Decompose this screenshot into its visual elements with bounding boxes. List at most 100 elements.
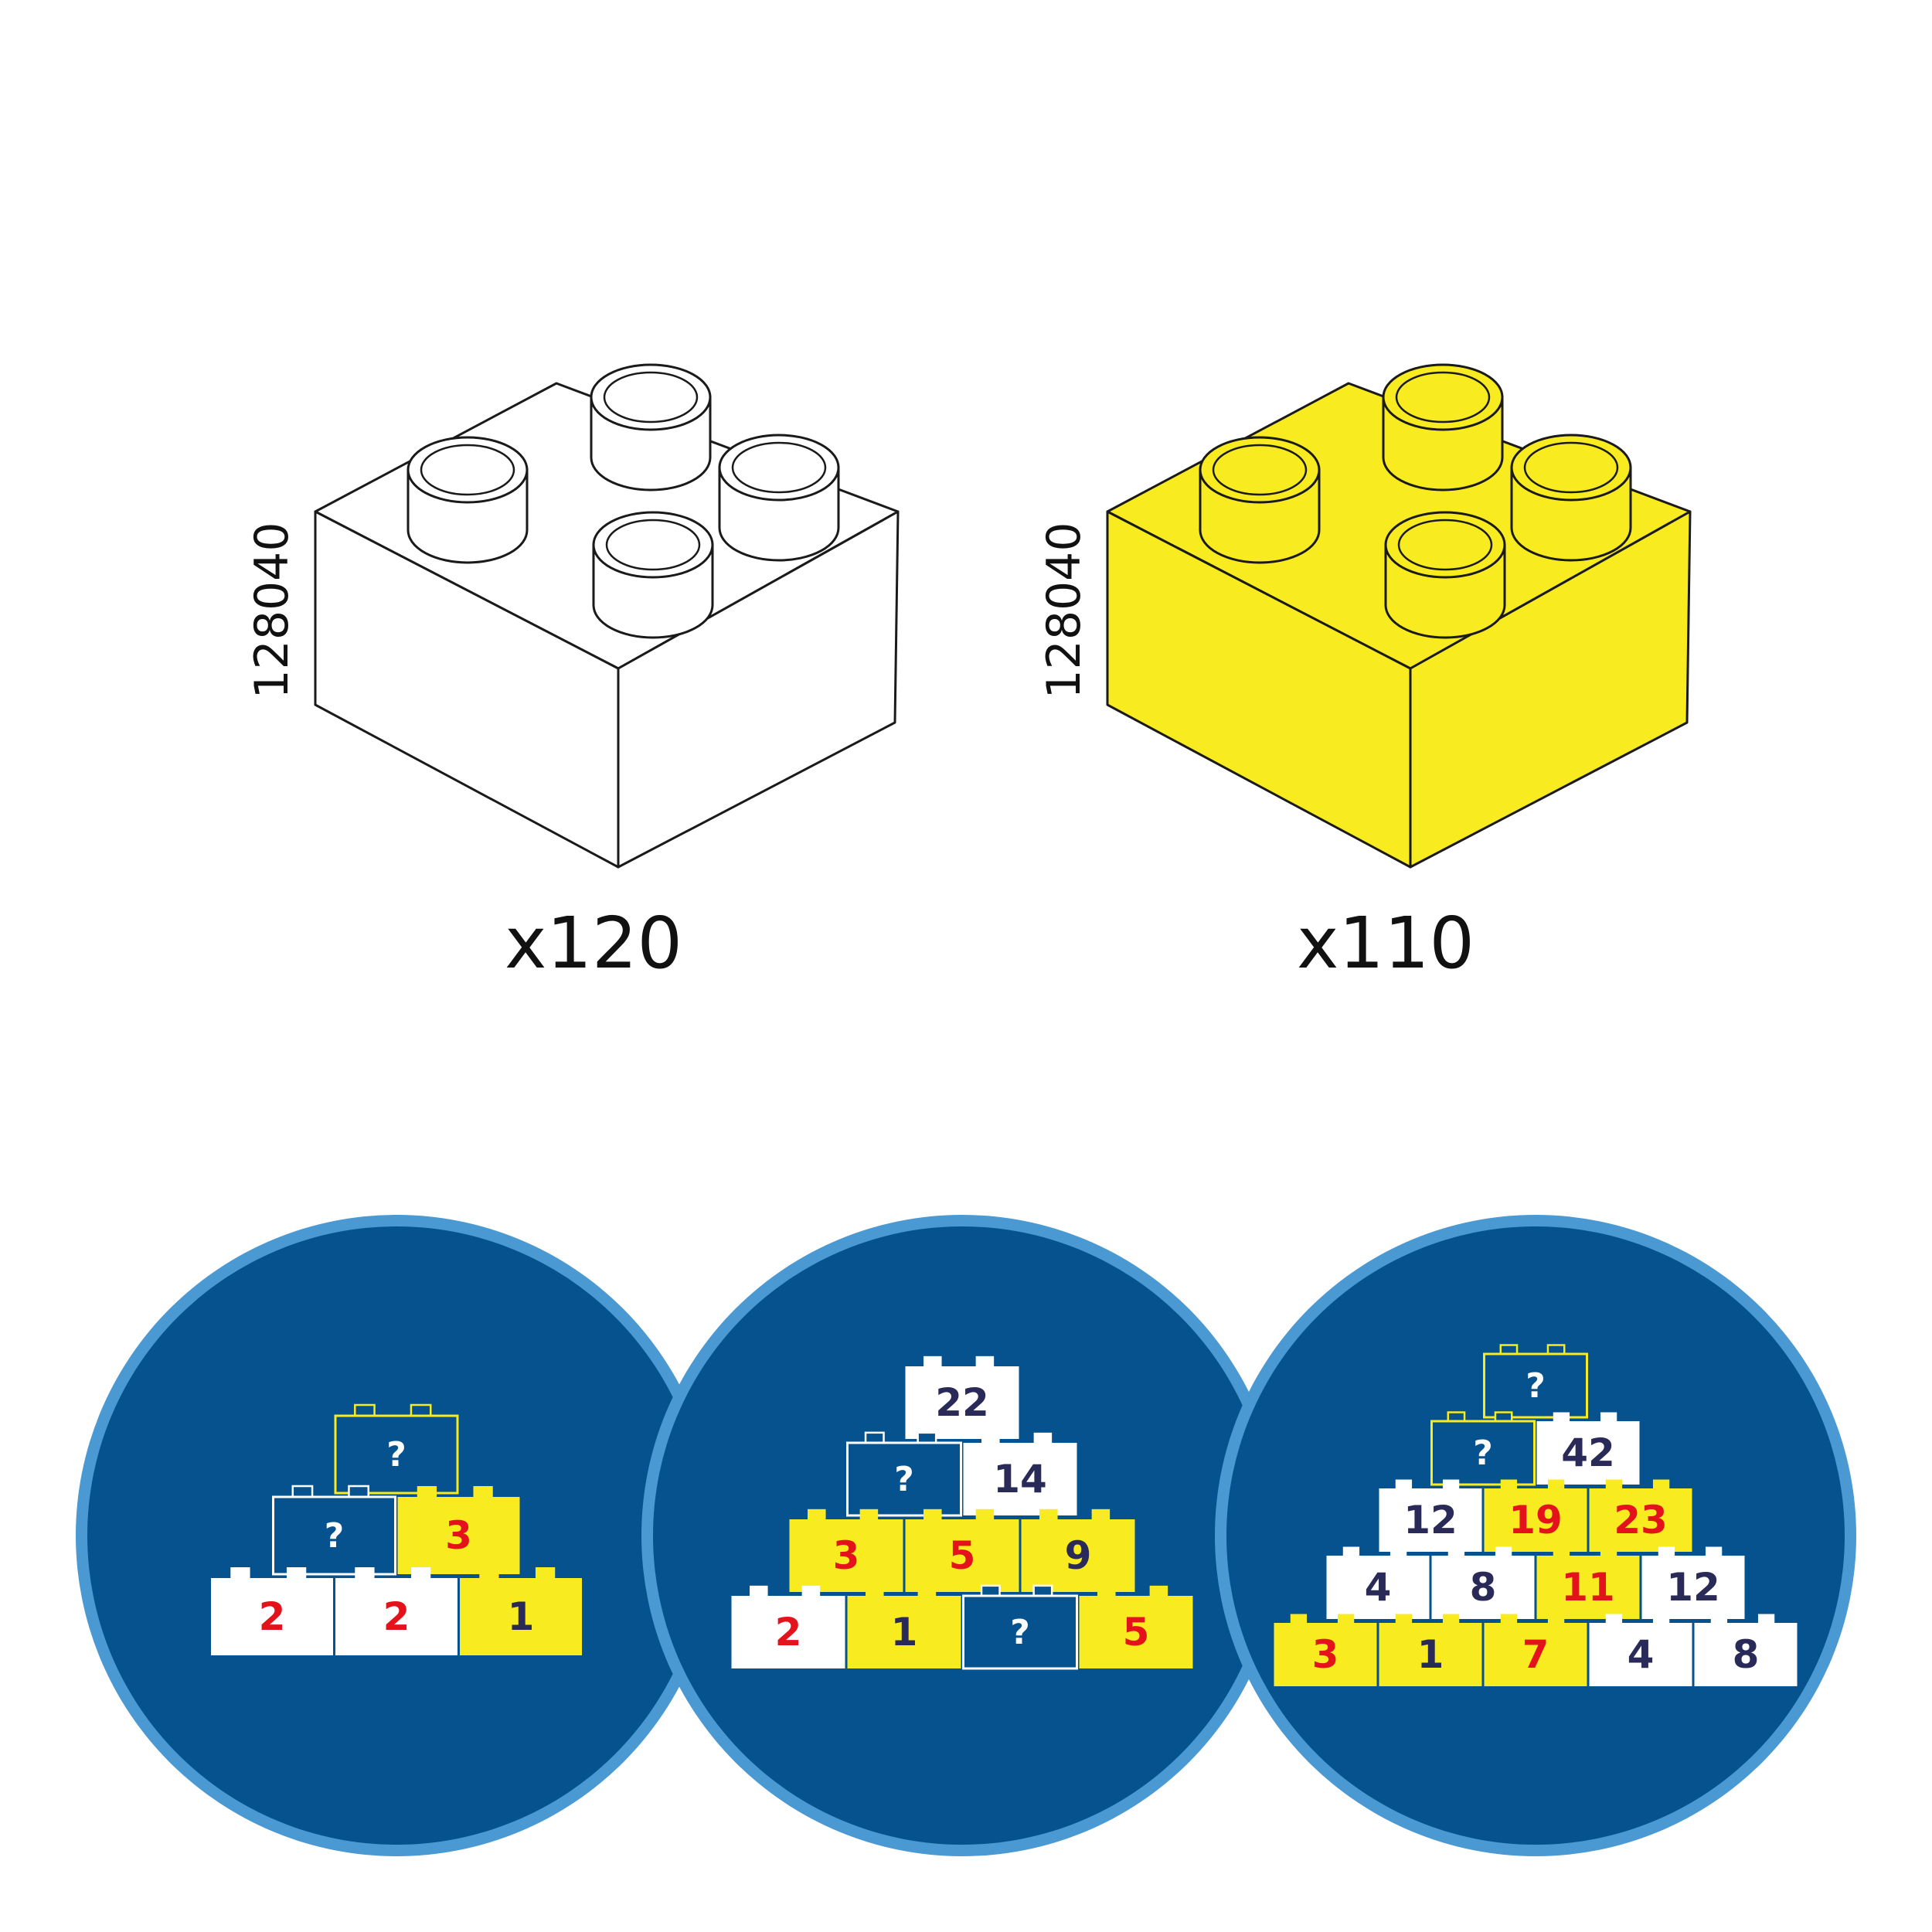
brick-stud bbox=[1039, 1509, 1058, 1519]
brick-stud bbox=[1389, 1546, 1407, 1556]
brick-stud bbox=[592, 511, 714, 639]
brick-body bbox=[1326, 1556, 1430, 1619]
brick-body bbox=[1536, 1421, 1640, 1485]
unknown-mark: ? bbox=[1526, 1366, 1546, 1406]
brick-stud bbox=[1547, 1479, 1565, 1488]
brick-number: 8 bbox=[1470, 1565, 1497, 1610]
brick-stud bbox=[1384, 511, 1506, 639]
brick-number: 11 bbox=[1561, 1565, 1615, 1610]
brick-stud bbox=[1395, 1614, 1413, 1623]
part-count-label: x110 bbox=[1297, 902, 1475, 985]
brick-stud bbox=[1605, 1479, 1623, 1488]
number-brick: 2 bbox=[335, 1567, 457, 1655]
number-brick: ? bbox=[272, 1485, 396, 1576]
unknown-mark: ? bbox=[325, 1516, 345, 1556]
brick-stud bbox=[479, 1567, 499, 1578]
brick-stud bbox=[1032, 1584, 1053, 1597]
brick-body bbox=[846, 1441, 962, 1517]
number-brick: 9 bbox=[1021, 1509, 1135, 1592]
brick-number: 3 bbox=[1312, 1632, 1339, 1677]
brick-stud bbox=[348, 1485, 369, 1498]
brick-stud bbox=[923, 1355, 942, 1366]
stud-group bbox=[406, 363, 840, 639]
brick-body bbox=[1079, 1596, 1193, 1668]
brick-stud bbox=[1546, 1344, 1566, 1355]
brick-number: 1 bbox=[1417, 1632, 1444, 1677]
brick-body bbox=[1274, 1623, 1377, 1686]
brick-stud bbox=[808, 1509, 826, 1519]
brick-number: 14 bbox=[993, 1457, 1047, 1502]
brick-number: 1 bbox=[891, 1610, 918, 1655]
brick-stud bbox=[1442, 1479, 1460, 1488]
number-brick: 3 bbox=[1274, 1614, 1377, 1686]
number-brick: 23 bbox=[1589, 1479, 1692, 1552]
number-brick: 5 bbox=[905, 1509, 1019, 1592]
brick-stud bbox=[1705, 1546, 1723, 1556]
brick-body bbox=[1379, 1623, 1482, 1686]
brick-stud bbox=[975, 1355, 995, 1366]
brick-body bbox=[1484, 1488, 1587, 1552]
number-brick: 1 bbox=[460, 1567, 582, 1655]
brick-stud bbox=[286, 1567, 307, 1578]
brick-number: 19 bbox=[1509, 1498, 1563, 1543]
yellow-brick-part: 128040 x110 bbox=[1037, 363, 1692, 985]
brick-body bbox=[460, 1578, 582, 1655]
number-brick: 14 bbox=[963, 1432, 1077, 1515]
number-brick: ? bbox=[846, 1431, 962, 1517]
brick-number: 23 bbox=[1614, 1498, 1668, 1543]
number-brick: 3 bbox=[397, 1486, 520, 1574]
number-brick: 19 bbox=[1484, 1479, 1587, 1552]
unknown-mark: ? bbox=[894, 1460, 914, 1499]
brick-stud bbox=[864, 1431, 885, 1444]
brick-stud bbox=[859, 1509, 879, 1519]
brick-stud bbox=[1600, 1412, 1617, 1421]
brick-number: 3 bbox=[445, 1513, 472, 1558]
brick-number: 4 bbox=[1628, 1632, 1655, 1677]
brick-stud bbox=[1600, 1546, 1617, 1556]
number-brick: 3 bbox=[789, 1509, 903, 1592]
brick-body bbox=[963, 1443, 1077, 1515]
brick-stud bbox=[1495, 1546, 1512, 1556]
brick-number: 2 bbox=[775, 1610, 802, 1655]
brick-body bbox=[1694, 1623, 1798, 1686]
number-brick: 1 bbox=[1379, 1614, 1482, 1686]
brick-stud bbox=[590, 363, 712, 492]
brick-number: 22 bbox=[935, 1380, 989, 1425]
brick-number: 12 bbox=[1403, 1498, 1458, 1543]
brick-stud bbox=[535, 1567, 556, 1578]
brick-stud bbox=[1382, 363, 1504, 492]
unknown-mark: ? bbox=[1010, 1613, 1030, 1652]
brick-stud bbox=[917, 1585, 937, 1596]
brick-stud bbox=[801, 1585, 821, 1596]
number-brick: 4 bbox=[1326, 1546, 1430, 1619]
brick-body bbox=[962, 1594, 1078, 1670]
brick-body bbox=[1589, 1623, 1692, 1686]
number-brick: 7 bbox=[1484, 1614, 1587, 1686]
brick-stud bbox=[1395, 1479, 1413, 1488]
number-brick: 2 bbox=[211, 1567, 333, 1655]
brick-stud bbox=[1033, 1432, 1053, 1443]
brick-stud bbox=[1553, 1412, 1570, 1421]
brick-stud bbox=[473, 1486, 493, 1497]
brick-body bbox=[1536, 1556, 1640, 1619]
brick-body bbox=[335, 1578, 457, 1655]
brick-stud bbox=[1447, 1546, 1465, 1556]
brick-number: 5 bbox=[1123, 1610, 1150, 1655]
brick-number: 8 bbox=[1733, 1632, 1760, 1677]
unknown-mark: ? bbox=[1473, 1434, 1493, 1473]
brick-body bbox=[1021, 1519, 1135, 1592]
brick-stud bbox=[866, 1585, 884, 1596]
brick-body bbox=[397, 1497, 520, 1574]
brick-stud bbox=[1652, 1614, 1670, 1623]
brick-body bbox=[334, 1414, 459, 1495]
brick-body bbox=[1641, 1556, 1745, 1619]
number-brick: 8 bbox=[1431, 1546, 1535, 1619]
brick-body bbox=[905, 1519, 1019, 1592]
brick-stud bbox=[1290, 1614, 1308, 1623]
brick-stud bbox=[1652, 1479, 1670, 1488]
brick-stud bbox=[923, 1509, 942, 1519]
brick-stud bbox=[1199, 436, 1321, 564]
brick-body bbox=[272, 1495, 396, 1576]
